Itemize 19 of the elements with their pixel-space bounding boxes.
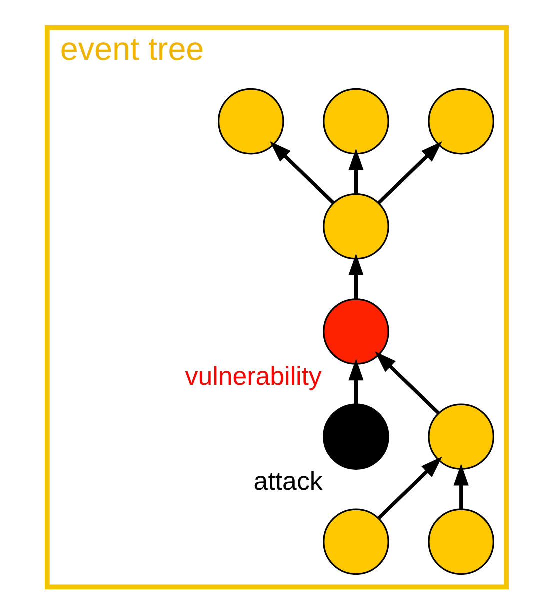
node-circle (428, 404, 494, 470)
arrow (378, 141, 442, 204)
arrow (270, 141, 335, 204)
arrow (348, 254, 364, 300)
node-circle (323, 194, 390, 260)
node-label: vulnerability (185, 362, 322, 391)
arrow (454, 464, 469, 510)
arrow (348, 148, 364, 194)
node-circle (428, 508, 494, 576)
arrow (375, 352, 440, 414)
node-circle (218, 88, 284, 155)
node-circle (323, 508, 390, 576)
node-circle (428, 88, 494, 155)
node-circle (323, 404, 390, 470)
node-label: attack (254, 468, 323, 496)
arrow (348, 358, 364, 404)
node-circle (323, 88, 390, 155)
node-circle (323, 298, 390, 365)
arrow (378, 456, 442, 520)
